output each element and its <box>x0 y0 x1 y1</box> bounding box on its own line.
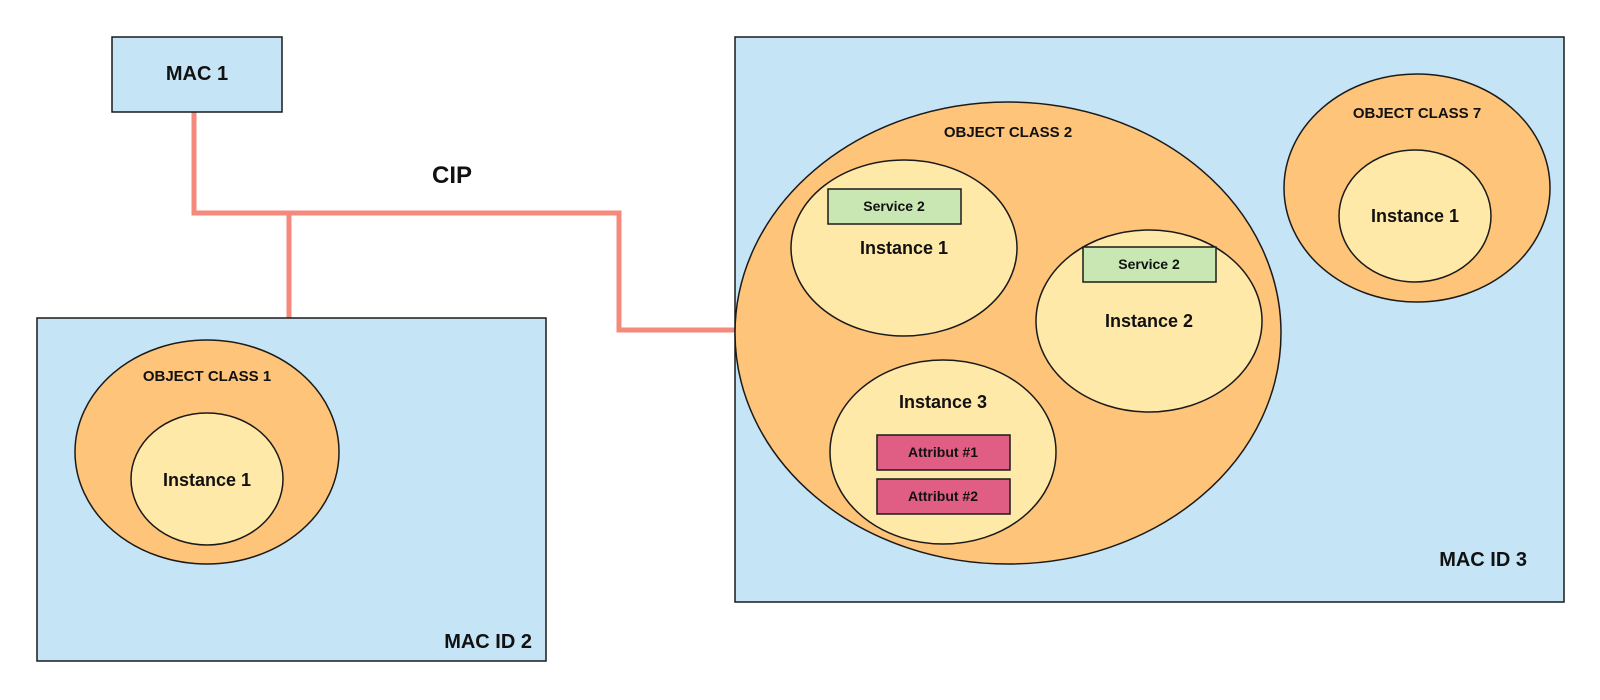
mac1-label: MAC 1 <box>166 63 228 85</box>
attribute-box[interactable] <box>876 434 1011 471</box>
object-class-1-label: OBJECT CLASS 1 <box>143 368 271 385</box>
object-class-2-instance-2[interactable]: Service 2 Instance 2 <box>1035 229 1263 413</box>
attribute-box[interactable] <box>876 478 1011 515</box>
object-class-2-label: OBJECT CLASS 2 <box>944 124 1072 141</box>
service-label: Service 2 <box>863 198 925 214</box>
instance-label: Instance 1 <box>860 238 948 258</box>
object-class-1-instance-1[interactable]: Instance 1 <box>130 412 284 546</box>
mac3-node[interactable]: MAC ID 3 OBJECT CLASS 2 Service 2 Instan… <box>734 36 1565 603</box>
object-class-7-instance-1[interactable]: Instance 1 <box>1338 149 1492 283</box>
instance-label: Instance 2 <box>1105 311 1193 331</box>
bus-label: CIP <box>432 162 472 189</box>
instance-ellipse <box>130 412 284 546</box>
mac1-box <box>111 36 283 113</box>
instance-label: Instance 1 <box>1371 206 1459 226</box>
service-box[interactable] <box>1082 246 1217 283</box>
instance-label: Instance 3 <box>899 392 987 412</box>
object-class-1[interactable]: OBJECT CLASS 1 Instance 1 <box>74 339 340 565</box>
object-class-2-instance-3[interactable]: Instance 3 Attribut #1 Attribut #2 <box>829 359 1057 545</box>
cip-bus <box>191 112 735 333</box>
attribute-label: Attribut #1 <box>908 444 978 460</box>
attribute-label: Attribut #2 <box>908 488 978 504</box>
mac3-label: MAC ID 3 <box>1439 549 1527 571</box>
bus-line-mac1 <box>191 112 292 318</box>
object-class-2[interactable]: OBJECT CLASS 2 Service 2 Instance 1 Serv… <box>734 101 1282 565</box>
instance-ellipse <box>1338 149 1492 283</box>
mac2-node[interactable]: MAC ID 2 OBJECT CLASS 1 Instance 1 <box>36 317 547 662</box>
object-class-7[interactable]: OBJECT CLASS 7 Instance 1 <box>1283 73 1551 303</box>
object-class-2-instance-1[interactable]: Service 2 Instance 1 <box>790 159 1018 337</box>
mac2-label: MAC ID 2 <box>444 631 532 653</box>
service-label: Service 2 <box>1118 256 1180 272</box>
mac1-node[interactable]: MAC 1 <box>111 36 283 113</box>
bus-line-mac3 <box>289 210 735 333</box>
object-class-7-label: OBJECT CLASS 7 <box>1353 105 1481 122</box>
instance-label: Instance 1 <box>163 470 251 490</box>
service-box[interactable] <box>827 188 962 225</box>
